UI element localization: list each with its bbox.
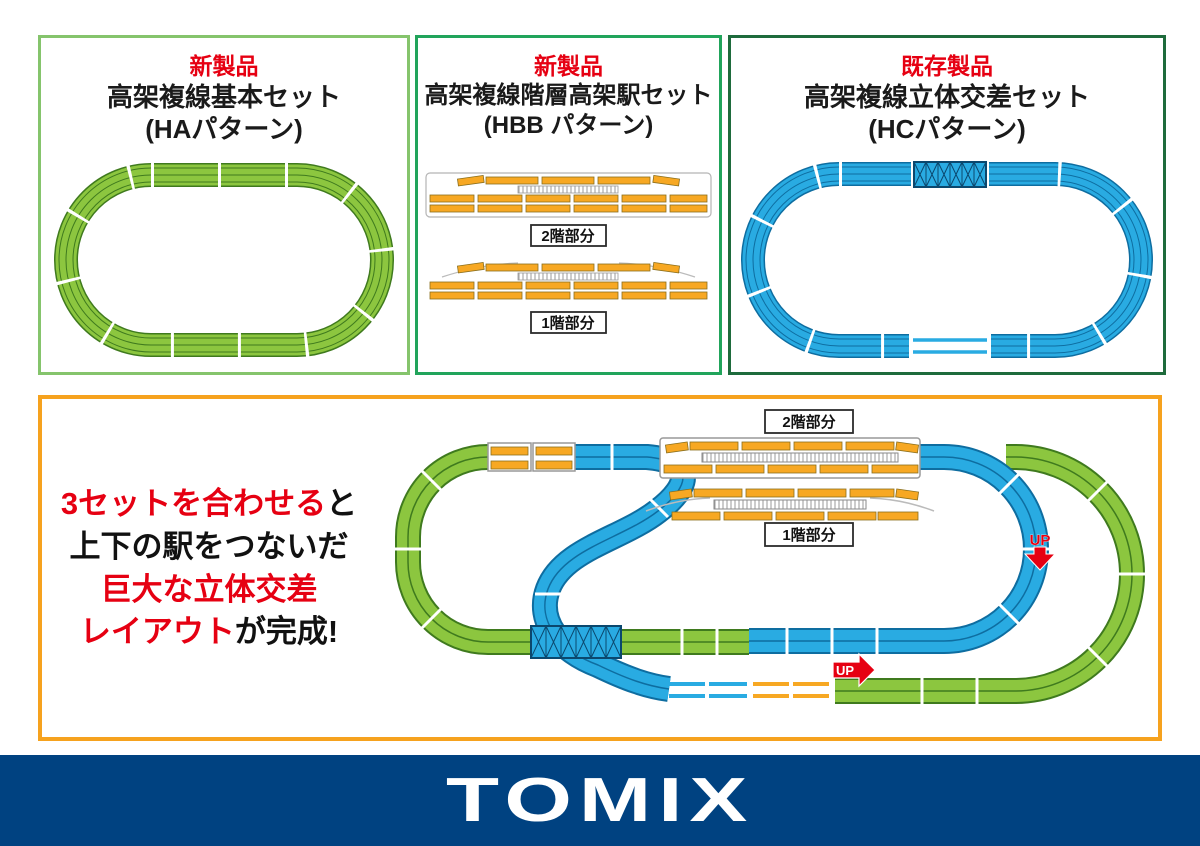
panel-combined-layout: 2階部分 1階部分 bbox=[38, 395, 1162, 741]
truss-crossing-icon bbox=[530, 625, 622, 659]
combined-layout-caption: 3セットを合わせると 上下の駅をつないだ 巨大な立体交差 レイアウトが完成! bbox=[50, 483, 368, 654]
track-segment-gaps bbox=[395, 443, 1146, 705]
lower-floor-label: 1階部分 bbox=[764, 522, 854, 547]
up-arrow-right-icon: UP bbox=[832, 652, 876, 688]
svg-text:1階部分: 1階部分 bbox=[541, 314, 594, 332]
panel-hc-title: 高架複線立体交差セット bbox=[803, 81, 1090, 112]
panel-ha-title: 高架複線基本セット bbox=[106, 81, 341, 112]
svg-text:2階部分: 2階部分 bbox=[541, 227, 594, 245]
upper-floor-label: 2階部分 bbox=[764, 409, 854, 434]
hc-blue-loop-diagram bbox=[739, 157, 1155, 362]
lower-floor-label: 1階部分 bbox=[530, 310, 607, 334]
hbb-lower-level-tracks bbox=[429, 261, 708, 300]
tomix-logo: TOMIX bbox=[445, 766, 755, 835]
hbb-upper-level-tracks bbox=[425, 172, 712, 218]
hbb-station-diagram: 2階部分 1階部分 bbox=[425, 172, 712, 334]
panel-hc-set: 既存製品 高架複線立体交差セット (HCパターン) bbox=[728, 35, 1166, 375]
plain-track-gap-section bbox=[909, 329, 991, 362]
panel-ha-subtitle: (HAパターン) bbox=[145, 114, 303, 145]
combined-layout-diagram: 2階部分 1階部分 bbox=[395, 409, 1146, 705]
panel-ha-set: 新製品 高架複線基本セット (HAパターン) bbox=[38, 35, 410, 375]
panel-hc-subtitle: (HCパターン) bbox=[868, 114, 1026, 145]
panel-hc-badge: 既存製品 bbox=[901, 53, 993, 79]
panel-hbb-subtitle: (HBB パターン) bbox=[483, 111, 654, 139]
svg-text:UP: UP bbox=[1030, 532, 1051, 549]
incline-tracks bbox=[669, 682, 829, 698]
ha-green-loop-diagram bbox=[52, 161, 396, 359]
lower-station-tracks bbox=[645, 488, 935, 521]
panel-hbb-badge: 新製品 bbox=[534, 53, 603, 79]
caption-line-4: レイアウトが完成! bbox=[79, 614, 339, 650]
caption-line-1: 3セットを合わせると bbox=[60, 486, 358, 521]
panel-hc-header: 既存製品 高架複線立体交差セット (HCパターン) bbox=[731, 52, 1163, 146]
upper-floor-label: 2階部分 bbox=[530, 223, 607, 247]
truss-bridge-icon bbox=[911, 157, 989, 190]
svg-text:UP: UP bbox=[836, 663, 854, 678]
footer-brand-band: TOMIX bbox=[0, 755, 1200, 846]
svg-text:1階部分: 1階部分 bbox=[782, 526, 835, 544]
viaduct-station-pieces bbox=[487, 442, 576, 472]
upper-station-tracks bbox=[659, 437, 921, 479]
panel-ha-header: 新製品 高架複線基本セット (HAパターン) bbox=[41, 52, 407, 146]
panel-hbb-set: 新製品 高架複線階層高架駅セット (HBB パターン) bbox=[415, 35, 722, 375]
caption-line-2: 上下の駅をつないだ bbox=[69, 528, 349, 564]
svg-text:2階部分: 2階部分 bbox=[782, 413, 835, 431]
up-arrow-down-icon: UP bbox=[1023, 532, 1057, 571]
panel-ha-badge: 新製品 bbox=[189, 53, 259, 79]
caption-line-3: 巨大な立体交差 bbox=[100, 571, 318, 607]
panel-hbb-header: 新製品 高架複線階層高架駅セット (HBB パターン) bbox=[418, 52, 719, 141]
panel-hbb-title: 高架複線階層高架駅セット bbox=[424, 81, 713, 109]
